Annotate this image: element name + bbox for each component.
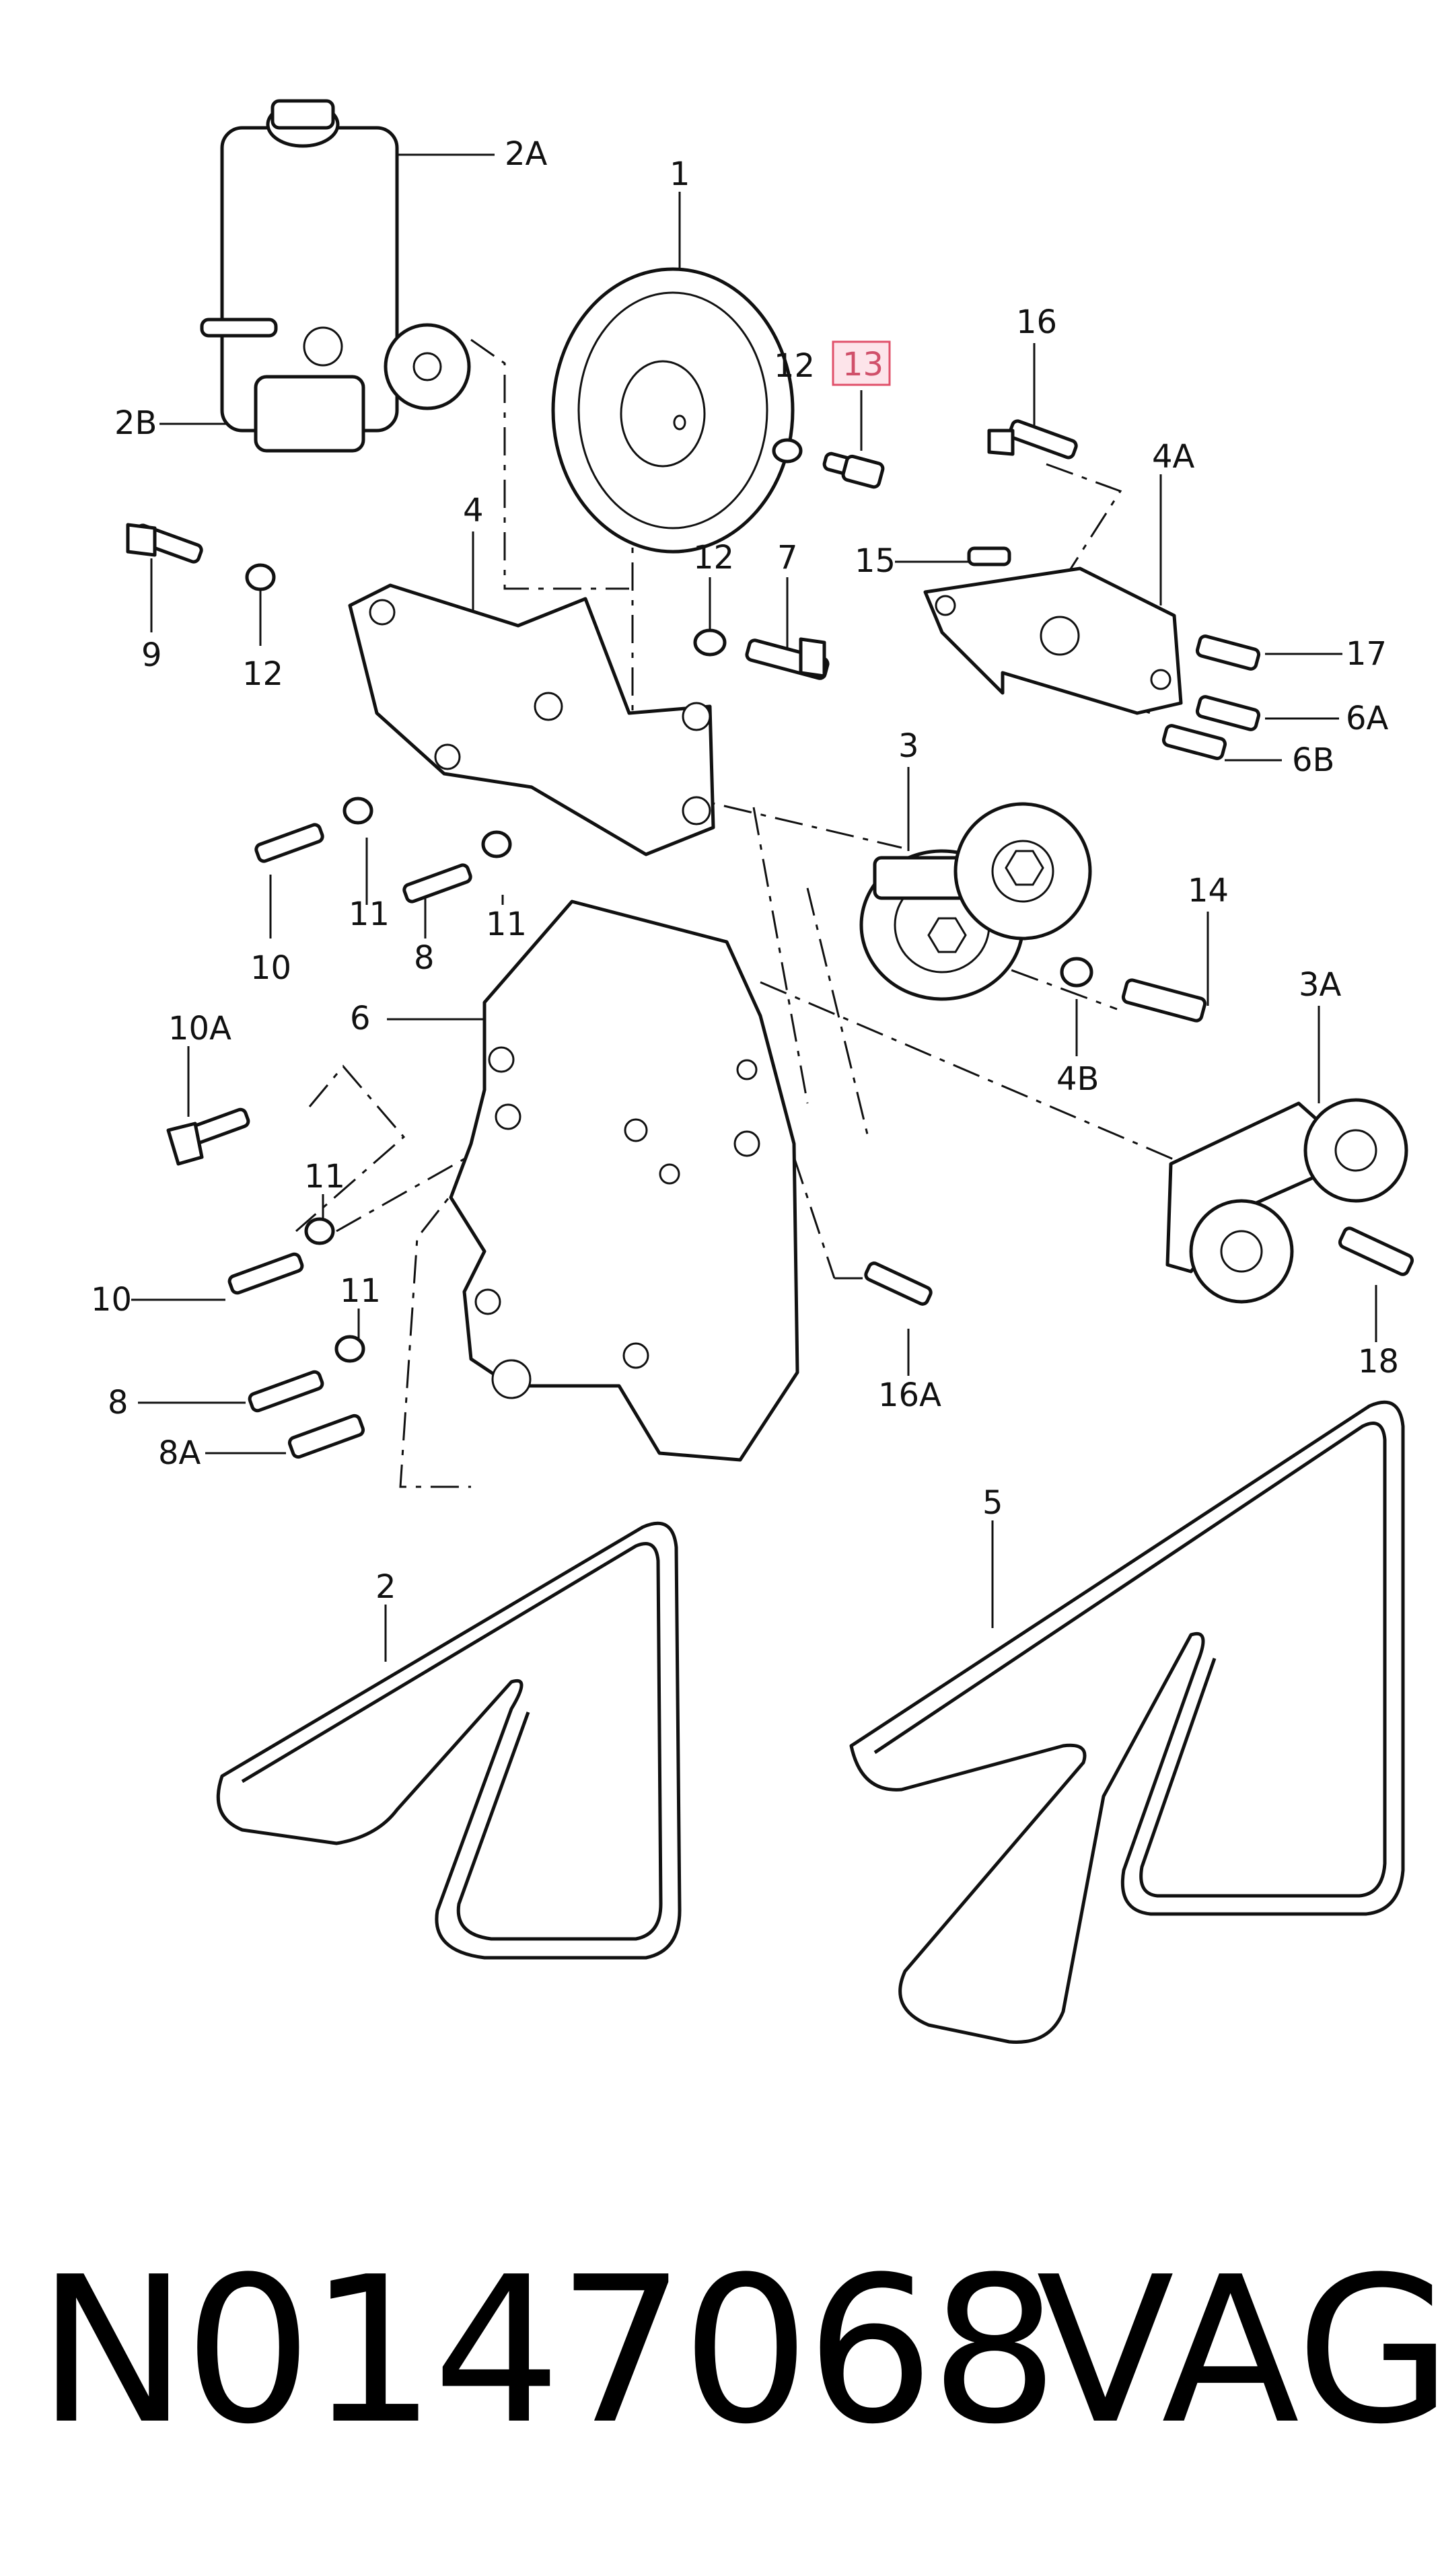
label-9: 9 bbox=[141, 636, 162, 674]
idler-3A bbox=[1165, 1098, 1408, 1304]
label-8-lower: 8 bbox=[108, 1384, 129, 1422]
label-10A: 10A bbox=[168, 1010, 231, 1047]
label-10-lower: 10 bbox=[91, 1281, 132, 1319]
leader-lines bbox=[131, 153, 1377, 1662]
label-4B: 4B bbox=[1056, 1060, 1099, 1098]
label-11-a: 11 bbox=[349, 895, 390, 933]
bracket-4A bbox=[923, 566, 1183, 715]
label-16: 16 bbox=[1016, 303, 1057, 341]
label-11-b: 11 bbox=[486, 906, 527, 943]
label-4: 4 bbox=[463, 492, 484, 529]
tensioner-3 bbox=[859, 802, 1092, 1001]
label-12-left: 12 bbox=[242, 655, 283, 693]
label-8A: 8A bbox=[158, 1434, 201, 1472]
callout-labels: 1 2A 2B 12 13 16 4A 15 17 6A 6B 4 9 12 1… bbox=[91, 135, 1399, 1606]
label-7: 7 bbox=[777, 539, 798, 577]
bracket-6 bbox=[449, 899, 799, 1462]
label-6A: 6A bbox=[1346, 700, 1389, 737]
label-12-middle: 12 bbox=[693, 539, 734, 577]
label-6: 6 bbox=[350, 1000, 371, 1037]
label-12-top: 12 bbox=[774, 347, 815, 385]
label-2: 2 bbox=[375, 1568, 396, 1606]
belt-5 bbox=[849, 1400, 1405, 2044]
label-11-d: 11 bbox=[340, 1272, 381, 1310]
part-number: N0147068 bbox=[37, 2234, 1058, 2468]
bracket-4 bbox=[348, 583, 715, 856]
label-13: 13 bbox=[842, 346, 884, 383]
label-18: 18 bbox=[1358, 1343, 1399, 1381]
label-17: 17 bbox=[1346, 635, 1387, 673]
label-3: 3 bbox=[898, 727, 919, 765]
label-5: 5 bbox=[982, 1484, 1003, 1522]
label-2B: 2B bbox=[114, 404, 157, 442]
belt-2 bbox=[216, 1521, 682, 1960]
label-3A: 3A bbox=[1299, 966, 1342, 1004]
pulley bbox=[551, 267, 795, 554]
label-15: 15 bbox=[855, 542, 896, 580]
power-steering-pump bbox=[200, 99, 471, 453]
label-10: 10 bbox=[250, 949, 291, 987]
brand-name: VAG bbox=[1036, 2234, 1442, 2468]
label-14: 14 bbox=[1188, 872, 1229, 910]
label-1: 1 bbox=[670, 155, 690, 193]
label-8: 8 bbox=[414, 939, 435, 977]
label-13-highlighted: 13 bbox=[832, 340, 891, 386]
washers-and-bolts bbox=[126, 419, 1414, 1459]
label-4A: 4A bbox=[1152, 438, 1195, 476]
label-16A: 16A bbox=[878, 1376, 941, 1414]
label-6B: 6B bbox=[1292, 741, 1334, 779]
highlight-box bbox=[832, 340, 891, 386]
label-11-c: 11 bbox=[304, 1158, 345, 1195]
label-2A: 2A bbox=[505, 135, 548, 173]
